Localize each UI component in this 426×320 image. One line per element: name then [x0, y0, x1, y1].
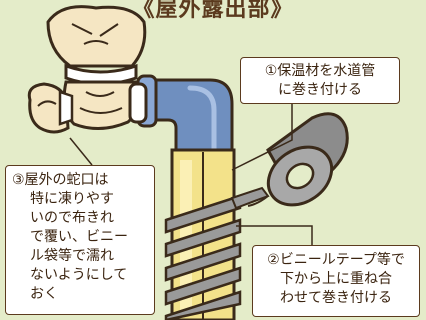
leader-insulation: [231, 104, 293, 171]
callout-line: で覆い、ビニー: [30, 229, 128, 245]
callout-line: に巻き付ける: [278, 82, 362, 98]
callout-line: ③屋外の蛇口は: [12, 172, 109, 188]
callout-insulation: ①保温材を水道管 に巻き付ける: [240, 57, 400, 104]
tape-roll: [247, 112, 349, 207]
covered-faucet: [27, 5, 148, 134]
callout-line: 下から上に重ね合: [280, 271, 392, 287]
leader-tape: [236, 225, 313, 245]
callout-line: ないようにして: [30, 267, 128, 283]
callout-line: いので布きれ: [30, 210, 114, 226]
callout-line: ル袋等で濡れ: [30, 248, 114, 264]
tape-wrapping: [164, 194, 242, 320]
callout-tape: ②ビニールテープ等で 下から上に重ね合 わせて巻き付ける: [252, 245, 420, 317]
leader-lines: [69, 104, 313, 245]
callout-line: 特に凍りやす: [30, 191, 114, 207]
leader-faucet: [69, 137, 93, 166]
callout-line: ①保温材を水道管: [264, 63, 376, 79]
callout-line: ②ビニールテープ等で: [267, 252, 405, 268]
diagram-title: 《屋外露出部》: [132, 0, 294, 22]
callout-line: おく: [30, 286, 58, 302]
callout-line: わせて巻き付ける: [280, 290, 392, 306]
callout-faucet: ③屋外の蛇口は 特に凍りやす いので布きれ で覆い、ビニー ル袋等で濡れ ないよ…: [5, 165, 155, 315]
